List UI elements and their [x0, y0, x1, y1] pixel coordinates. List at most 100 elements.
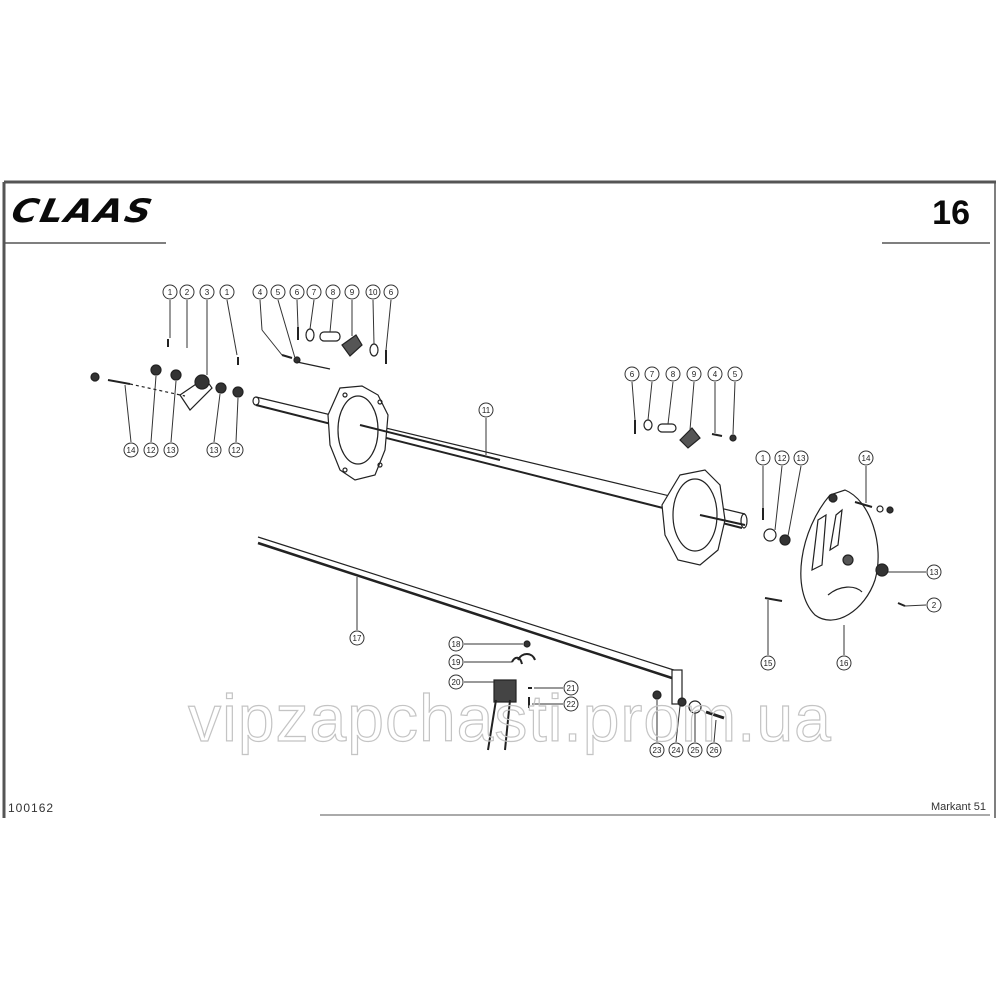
model-label: Markant 51 — [930, 801, 986, 813]
left-hub-parts — [281, 327, 387, 370]
callout-8: 8 — [325, 284, 341, 333]
callout-2b: 2 — [904, 597, 942, 613]
svg-text:2: 2 — [185, 288, 190, 297]
callout-15: 15 — [760, 600, 776, 671]
callout-12b: 12 — [228, 397, 244, 458]
callout-5b: 5 — [727, 366, 743, 435]
callout-17: 17 — [349, 577, 365, 646]
callout-1c: 1 — [755, 450, 771, 508]
callout-7b: 7 — [644, 366, 660, 421]
rod-end-fasteners — [652, 690, 725, 720]
svg-text:6: 6 — [295, 288, 300, 297]
svg-text:24: 24 — [672, 746, 681, 755]
callout-6: 6 — [289, 284, 305, 328]
callout-5: 5 — [270, 284, 296, 359]
callouts: 1 2 3 1 14 12 13 13 12 4 5 6 7 8 9 10 6 … — [123, 284, 942, 758]
callout-12c: 12 — [774, 450, 790, 531]
svg-text:5: 5 — [733, 370, 738, 379]
callout-24: 24 — [668, 705, 684, 758]
svg-text:1: 1 — [761, 454, 766, 463]
svg-text:25: 25 — [691, 746, 700, 755]
callout-18: 18 — [448, 636, 523, 652]
callout-14b: 14 — [858, 450, 874, 503]
right-cover-plate — [762, 489, 906, 621]
callout-13c: 13 — [787, 450, 809, 537]
svg-text:7: 7 — [312, 288, 317, 297]
callout-25: 25 — [687, 713, 703, 758]
frame-lines — [2, 180, 996, 818]
catalog-number: 100162 — [8, 801, 55, 815]
svg-text:12: 12 — [232, 446, 241, 455]
drawing — [90, 327, 906, 751]
callout-9b: 9 — [686, 366, 702, 431]
callout-21: 21 — [534, 680, 579, 696]
svg-text:10: 10 — [369, 288, 378, 297]
callout-3: 3 — [199, 284, 215, 375]
callout-13: 13 — [163, 380, 179, 458]
svg-text:13: 13 — [797, 454, 806, 463]
rod — [257, 536, 683, 705]
svg-text:9: 9 — [350, 288, 355, 297]
callout-2: 2 — [179, 284, 195, 348]
callout-13b: 13 — [206, 393, 222, 458]
svg-text:16: 16 — [840, 659, 849, 668]
callout-16: 16 — [836, 625, 852, 671]
callout-6b: 6 — [383, 284, 399, 351]
callout-7: 7 — [306, 284, 322, 330]
callout-4b: 4 — [707, 366, 723, 433]
callout-9: 9 — [344, 284, 360, 336]
callout-1b: 1 — [219, 284, 238, 356]
svg-text:11: 11 — [482, 406, 491, 415]
svg-text:6: 6 — [389, 288, 394, 297]
svg-text:2: 2 — [932, 601, 937, 610]
svg-text:22: 22 — [567, 700, 576, 709]
callout-12: 12 — [143, 375, 159, 458]
callout-26: 26 — [706, 719, 722, 758]
callout-22: 22 — [532, 696, 579, 712]
callout-23: 23 — [649, 700, 665, 758]
svg-text:20: 20 — [452, 678, 461, 687]
svg-text:14: 14 — [862, 454, 871, 463]
svg-text:4: 4 — [713, 370, 718, 379]
svg-text:1: 1 — [225, 288, 230, 297]
callout-1: 1 — [162, 284, 178, 338]
svg-text:17: 17 — [353, 634, 362, 643]
svg-text:12: 12 — [147, 446, 156, 455]
svg-text:4: 4 — [258, 288, 263, 297]
callout-13d: 13 — [888, 564, 942, 580]
svg-text:13: 13 — [210, 446, 219, 455]
svg-text:23: 23 — [653, 746, 662, 755]
svg-text:7: 7 — [650, 370, 655, 379]
right-hub-parts — [634, 419, 737, 449]
callout-20: 20 — [448, 674, 494, 690]
svg-text:26: 26 — [710, 746, 719, 755]
svg-text:8: 8 — [331, 288, 336, 297]
svg-text:12: 12 — [778, 454, 787, 463]
page-number: 16 — [932, 194, 970, 232]
callout-4: 4 — [252, 284, 283, 356]
svg-text:9: 9 — [692, 370, 697, 379]
svg-text:1: 1 — [168, 288, 173, 297]
svg-text:6: 6 — [630, 370, 635, 379]
tine-parts — [487, 640, 536, 751]
callout-14: 14 — [123, 384, 139, 458]
svg-text:21: 21 — [567, 684, 576, 693]
svg-text:8: 8 — [671, 370, 676, 379]
svg-text:18: 18 — [452, 640, 461, 649]
left-bearing-bracket — [90, 339, 244, 411]
svg-text:15: 15 — [764, 659, 773, 668]
callout-6c: 6 — [624, 366, 640, 421]
left-flange-plate — [327, 385, 501, 481]
svg-text:14: 14 — [127, 446, 136, 455]
svg-text:13: 13 — [167, 446, 176, 455]
svg-text:13: 13 — [930, 568, 939, 577]
callout-10: 10 — [365, 284, 381, 345]
svg-text:3: 3 — [205, 288, 210, 297]
right-flange-plate — [661, 469, 746, 566]
svg-text:19: 19 — [452, 658, 461, 667]
callout-8b: 8 — [665, 366, 681, 425]
callout-19: 19 — [448, 654, 512, 670]
svg-text:5: 5 — [276, 288, 281, 297]
